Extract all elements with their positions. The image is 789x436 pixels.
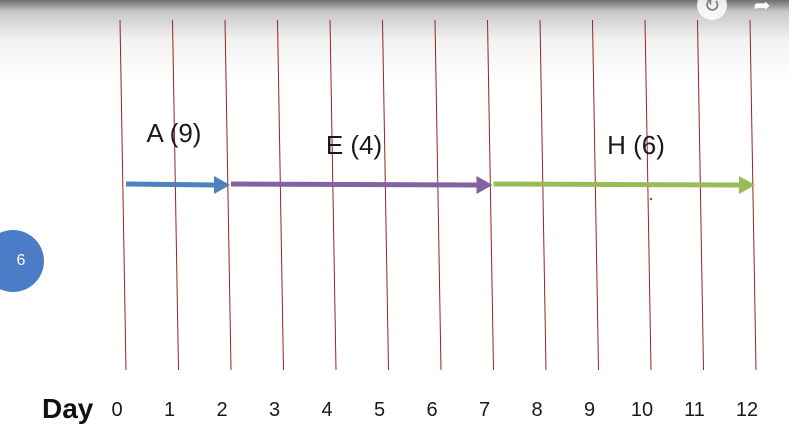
- day-tick-label: 9: [584, 399, 595, 421]
- share-icon[interactable]: ➦: [753, 0, 771, 17]
- day-tick-label: 5: [374, 399, 385, 421]
- gridline-day-10: [644, 19, 652, 371]
- arrow-shaft: [230, 181, 479, 188]
- day-tick-label: 10: [631, 399, 653, 421]
- arrow-shaft: [125, 181, 217, 188]
- activity-arrow-h: [493, 176, 755, 194]
- gridline-day-11: [697, 19, 704, 371]
- activity-arrow-a: [125, 176, 230, 194]
- gridline-day-5: [382, 19, 389, 371]
- day-tick-label: 4: [321, 399, 332, 421]
- day-tick-label: 1: [164, 399, 175, 421]
- day-tick-label: 7: [479, 399, 490, 421]
- day-tick-label: 2: [216, 399, 227, 421]
- day-tick-label: 12: [736, 399, 758, 421]
- gridline-day-0: [119, 19, 127, 371]
- day-tick-label: 3: [269, 399, 280, 421]
- day-axis-title: Day: [42, 393, 94, 424]
- gridline-day-7: [487, 19, 494, 371]
- day-tick-label: 8: [531, 399, 542, 421]
- arrow-head: [476, 176, 493, 194]
- gridline-day-6: [434, 19, 442, 371]
- activity-label: E (4): [326, 130, 382, 160]
- gridline-day-9: [592, 19, 599, 371]
- arrow-head: [739, 176, 755, 194]
- gridline-day-1: [172, 19, 179, 371]
- gridline-day-2: [224, 19, 232, 371]
- gridline-day-8: [539, 19, 547, 371]
- arrow-head: [214, 176, 230, 194]
- pointer-dot: [649, 197, 653, 201]
- activity-arrows: [125, 176, 755, 194]
- activity-label: A (9): [147, 118, 202, 148]
- arrow-shaft: [493, 181, 742, 188]
- gridline-day-12: [749, 19, 757, 371]
- activity-label: H (6): [607, 130, 665, 160]
- day-gridlines: [119, 19, 757, 371]
- gridline-day-4: [329, 19, 337, 371]
- day-tick-label: 11: [684, 399, 705, 421]
- activity-arrow-e: [230, 176, 493, 194]
- day-tick-label: 0: [111, 399, 122, 421]
- day-tick-label: 6: [426, 399, 437, 421]
- activity-labels: A (9) E (4) H (6): [147, 118, 665, 201]
- slide-number: 6: [16, 252, 26, 269]
- refresh-icon[interactable]: ↻: [697, 0, 727, 20]
- gridline-day-3: [277, 19, 284, 371]
